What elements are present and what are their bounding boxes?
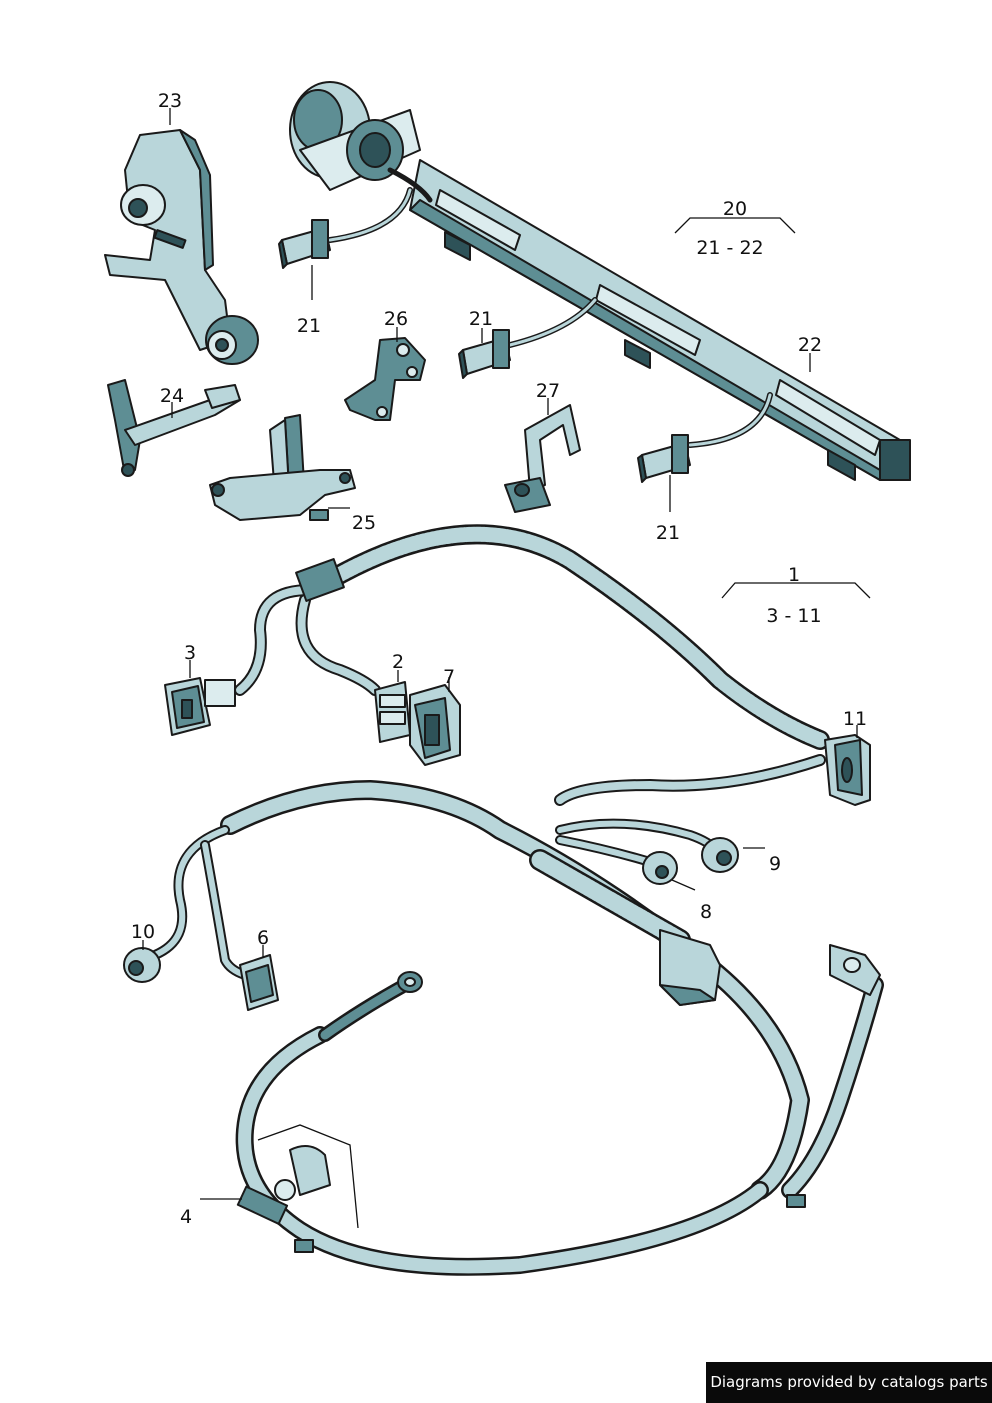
part-2-connector[interactable] [374, 681, 411, 743]
part-27-clip[interactable] [504, 404, 581, 513]
callout-20: 20 [723, 198, 747, 220]
part-20-transmission-harness[interactable] [289, 81, 911, 481]
callout-1: 1 [788, 564, 800, 586]
callout-9: 9 [769, 853, 781, 875]
callout-25: 25 [352, 512, 376, 534]
callout-2: 2 [392, 651, 404, 673]
callout-21-b: 21 [469, 308, 493, 330]
credit-banner: Diagrams provided by catalogs parts [706, 1362, 992, 1403]
callout-labels: 23 20 21 - 22 21 26 21 22 27 24 25 21 1 … [131, 90, 867, 1228]
callout-4: 4 [180, 1206, 192, 1228]
callout-7: 7 [443, 666, 455, 688]
part-21-connector-a[interactable] [278, 219, 331, 269]
callout-23: 23 [158, 90, 182, 112]
callout-21-a: 21 [297, 315, 321, 337]
part-4-ground-harness[interactable] [150, 780, 884, 1276]
part-7-connector[interactable] [409, 684, 461, 766]
part-25-bracket[interactable] [209, 414, 356, 521]
callout-11: 11 [843, 708, 867, 730]
part-9-sensor-connector[interactable] [701, 837, 739, 873]
callout-21-c: 21 [656, 522, 680, 544]
callout-8: 8 [700, 901, 712, 923]
part-11-connector[interactable] [824, 734, 871, 806]
part-6-connector[interactable] [239, 954, 279, 1011]
part-26-bracket[interactable] [344, 337, 426, 421]
callout-24: 24 [160, 385, 184, 407]
part-10-sensor-connector[interactable] [123, 947, 161, 983]
callout-27: 27 [536, 380, 560, 402]
part-8-sensor-connector[interactable] [642, 851, 678, 885]
callout-26: 26 [384, 308, 408, 330]
callout-6: 6 [257, 927, 269, 949]
callout-20-range: 21 - 22 [696, 237, 763, 259]
part-21-connector-b[interactable] [458, 329, 511, 379]
part-23-bracket[interactable] [104, 129, 259, 365]
part-3-connector[interactable] [164, 677, 236, 736]
part-1-wiring-harness[interactable] [234, 524, 830, 806]
callout-1-range: 3 - 11 [766, 605, 821, 627]
part-24-bracket[interactable] [107, 379, 241, 477]
callout-22: 22 [798, 334, 822, 356]
part-21-connector-c[interactable] [637, 434, 691, 483]
leader-lines [142, 108, 871, 1229]
callout-10: 10 [131, 921, 155, 943]
callout-3: 3 [184, 642, 196, 664]
